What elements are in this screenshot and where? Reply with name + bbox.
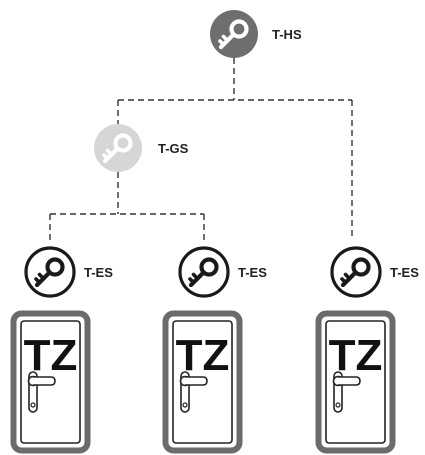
single-key-label: T-ES [390,265,419,280]
single-key-node-3: T-ES [330,246,419,298]
connector-lines [49,58,353,240]
group-key-node: T-GS [94,124,189,172]
group-key-label: T-GS [158,141,189,156]
single-key-node-1: T-ES [24,246,113,298]
single-key-node-2: T-ES [178,246,267,298]
master-key-label: T-HS [272,27,302,42]
master-key-node: T-HS [210,10,302,58]
single-key-label: T-ES [84,265,113,280]
single-key-label: T-ES [238,265,267,280]
door-2: TZ [162,310,243,454]
door-1: TZ [10,310,91,454]
door-3: TZ [315,310,396,454]
